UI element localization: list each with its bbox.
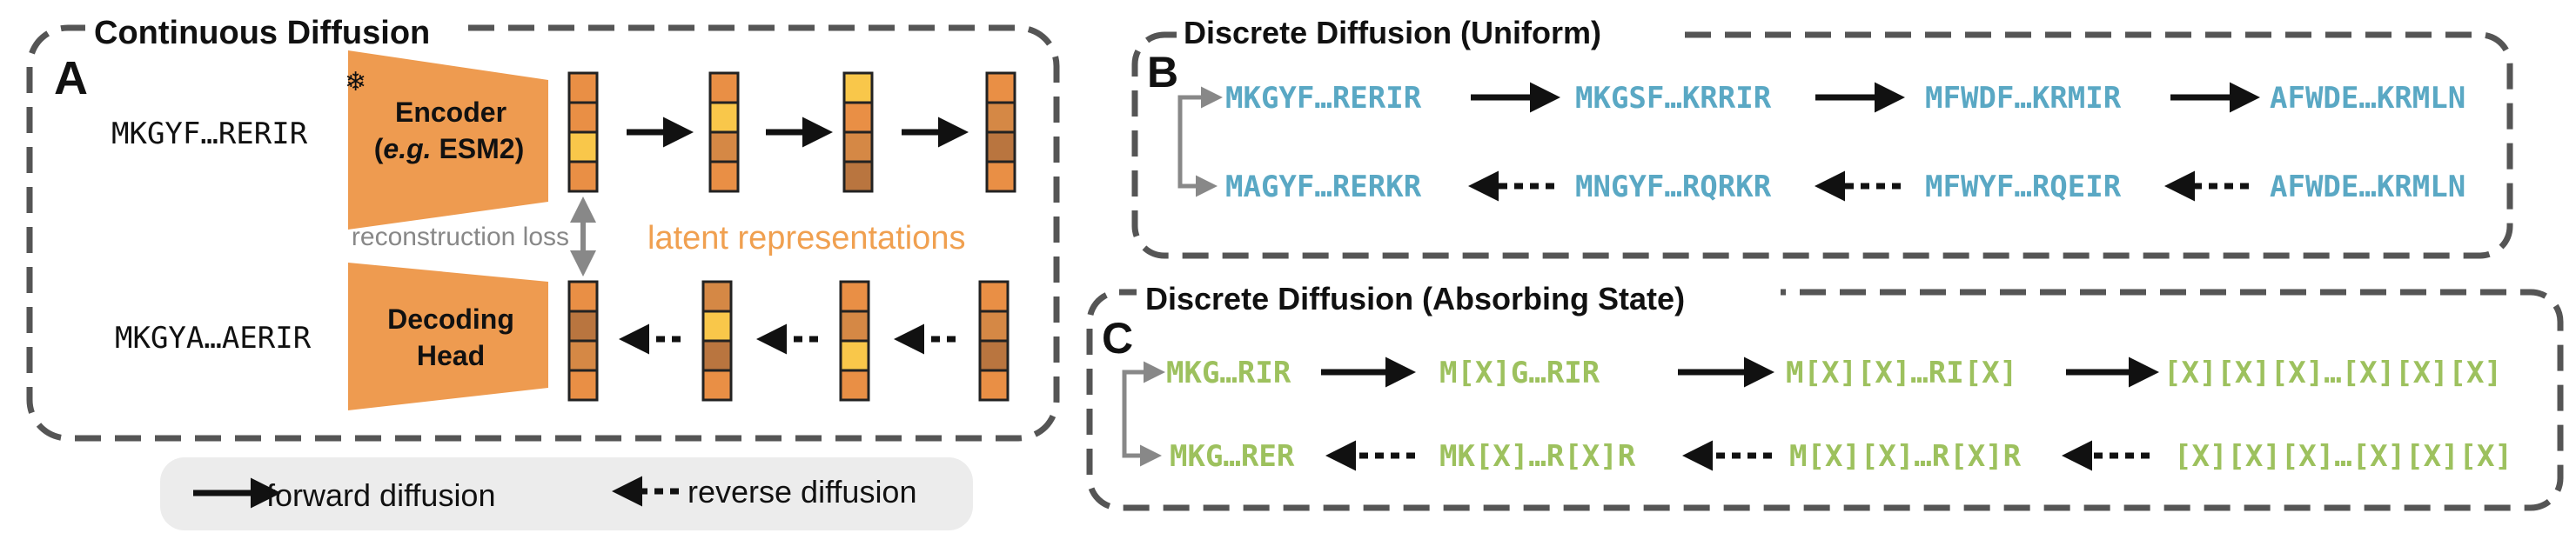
decoding-head-label: Decoding: [387, 303, 514, 335]
legend-reverse-label: reverse diffusion: [688, 474, 916, 510]
absorbing-forward-seq-4: [X][X][X]…[X][X][X]: [2163, 356, 2502, 390]
panel-a-frame: [26, 24, 1060, 442]
panel-b-title-bg: [1177, 14, 1680, 52]
encoder-shape: [348, 50, 548, 230]
encoder-sublabel-italic: e.g.: [383, 133, 431, 164]
absorbing-reverse-seq-1: MKG…RER: [1170, 439, 1295, 474]
input-sequence: MKGYF…RERIR: [111, 117, 308, 151]
uniform-reverse-seq-2: MNGYF…RQRKR: [1575, 170, 1772, 204]
latent-vector-top-3: [842, 71, 874, 193]
legend-background: [160, 457, 973, 530]
uniform-reverse-seq-1: MAGYF…RERKR: [1225, 170, 1422, 204]
panel-c-letter: C: [1102, 314, 1133, 363]
legend-forward-label: forward diffusion: [266, 477, 495, 513]
panel-b-title: Discrete Diffusion (Uniform): [1184, 15, 1601, 50]
panel-b-frame: [1131, 31, 2513, 259]
absorbing-reverse-seq-2: MK[X]…R[X]R: [1439, 439, 1636, 474]
latent-vector-top-4: [985, 71, 1016, 193]
decoding-head-block: Decoding Head: [348, 263, 548, 410]
latent-vector-bottom-2: [701, 280, 733, 402]
panel-discrete-absorbing: Discrete Diffusion (Absorbing State) C M…: [1086, 276, 2564, 511]
absorbing-reverse-seq-4: [X][X][X]…[X][X][X]: [2174, 439, 2512, 474]
uniform-forward-seq-4: AFWDE…KRMLN: [2270, 81, 2465, 116]
decoding-head-shape: [348, 263, 548, 410]
absorbing-forward-seq-3: M[X][X]…RI[X]: [1786, 356, 2017, 390]
panel-discrete-uniform: Discrete Diffusion (Uniform) B MKGYF…RER…: [1131, 14, 2513, 259]
panel-c-frame: [1086, 289, 2564, 511]
uniform-forward-seq-2: MKGSF…KRRIR: [1575, 81, 1772, 116]
uniform-reverse-seq-3: MFWYF…RQEIR: [1925, 170, 2122, 204]
encoder-label: Encoder: [395, 97, 506, 128]
uniform-reverse-seq-4: AFWDE…KRMLN: [2270, 170, 2465, 204]
panel-b-letter: B: [1147, 48, 1178, 97]
latent-representations-label: latent representations: [647, 220, 965, 257]
legend: forward diffusion reverse diffusion: [160, 457, 973, 530]
encoder-sublabel-rest: ESM2): [432, 133, 525, 164]
panel-continuous-diffusion: Continuous Diffusion A MKGYF…RERIR MKGYA…: [26, 9, 1060, 442]
encoder-sublabel: (e.g. ESM2): [374, 133, 524, 164]
panel-a-title: Continuous Diffusion: [94, 15, 430, 51]
uniform-forward-seq-1: MKGYF…RERIR: [1225, 81, 1422, 116]
panel-c-title-bg: [1137, 276, 1781, 313]
encoder-block: ❄ Encoder (e.g. ESM2): [345, 50, 548, 230]
uniform-loop-connector: [1177, 86, 1223, 197]
latent-vector-bottom-1: [567, 280, 599, 402]
absorbing-loop-connector: [1122, 361, 1165, 467]
absorbing-reverse-seq-3: M[X][X]…R[X]R: [1789, 439, 2022, 474]
output-sequence: MKGYA…AERIR: [115, 321, 312, 356]
reconstruction-loss-label: reconstruction loss: [352, 223, 569, 251]
latent-vector-top-1: [567, 71, 599, 193]
absorbing-forward-seq-2: M[X]G…RIR: [1439, 356, 1600, 390]
panel-a-title-bg: [85, 9, 468, 52]
latent-vector-top-2: [708, 71, 740, 193]
latent-vector-bottom-3: [839, 280, 870, 402]
decoding-head-sublabel: Head: [417, 340, 485, 371]
panel-a-letter: A: [54, 52, 88, 104]
snowflake-icon: ❄: [345, 67, 366, 97]
panel-c-title: Discrete Diffusion (Absorbing State): [1145, 281, 1685, 316]
latent-vector-bottom-4: [978, 280, 1010, 402]
absorbing-forward-seq-1: MKG…RIR: [1166, 356, 1291, 390]
uniform-forward-seq-3: MFWDF…KRMIR: [1925, 81, 2122, 116]
